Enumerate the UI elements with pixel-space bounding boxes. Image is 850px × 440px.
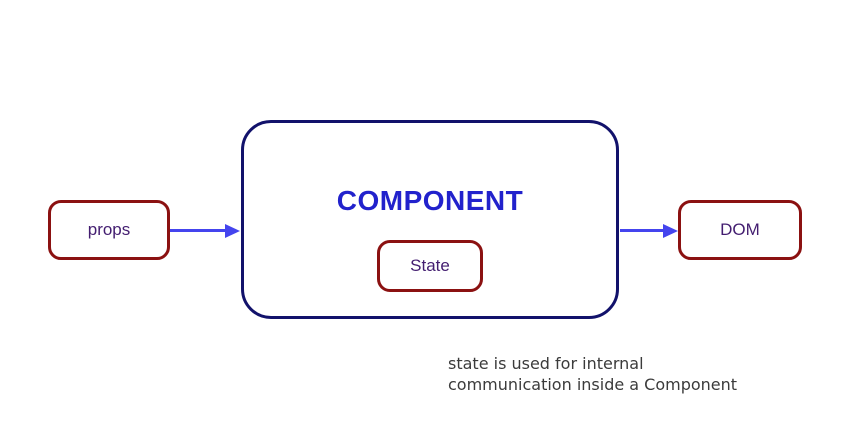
component-title: COMPONENT	[336, 185, 524, 216]
state-node: State	[377, 240, 483, 292]
props-label: props	[87, 220, 131, 239]
caption-line-2: communication inside a Component	[448, 375, 738, 394]
arrowhead-icon	[225, 223, 240, 238]
arrow-shaft	[620, 229, 664, 232]
dom-label: DOM	[720, 220, 760, 239]
component-box: COMPONENT State	[241, 120, 619, 319]
caption-line-1: state is used for internal	[448, 354, 644, 373]
props-node: props	[48, 200, 170, 260]
arrowhead-icon	[663, 223, 678, 238]
state-label: State	[410, 256, 450, 275]
arrow-shaft	[170, 229, 226, 232]
caption: state is used for internal communication…	[448, 353, 737, 395]
dom-node: DOM	[678, 200, 802, 260]
